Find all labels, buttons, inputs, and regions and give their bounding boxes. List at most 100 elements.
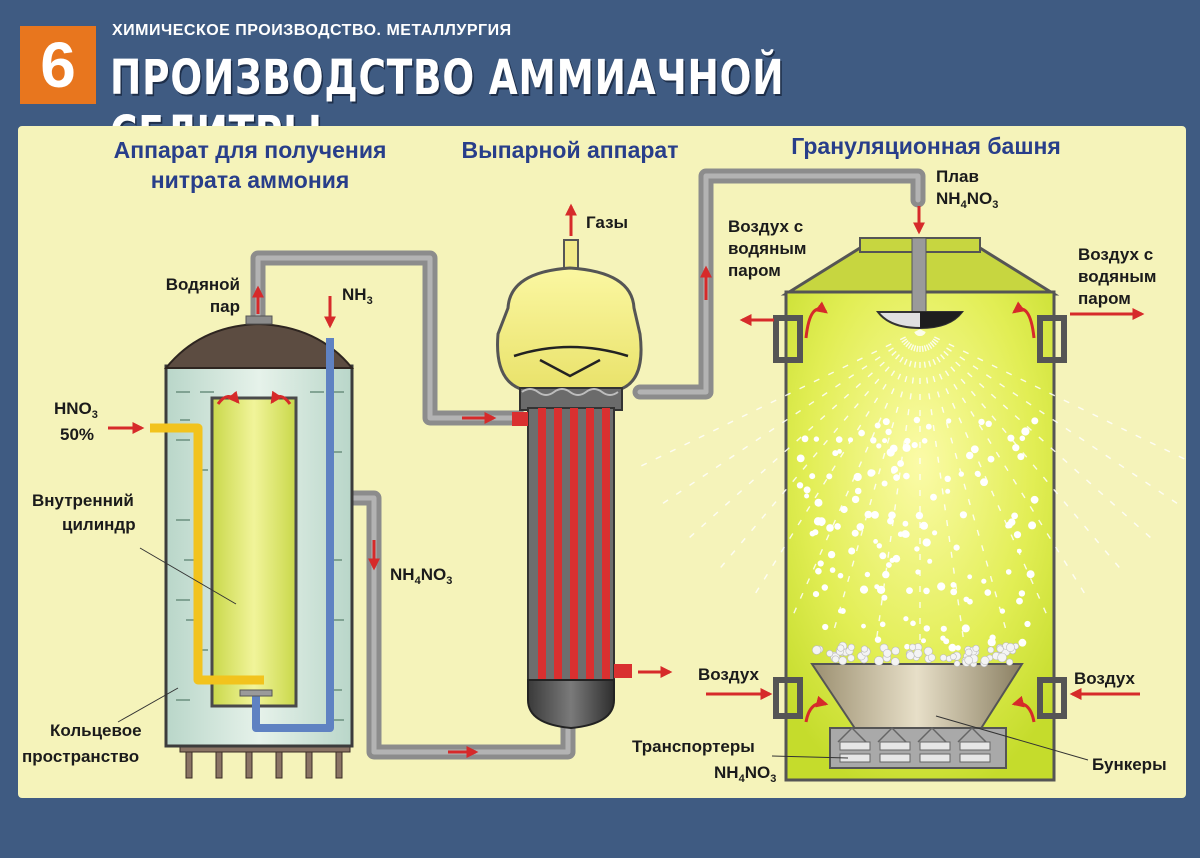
granule <box>1016 548 1022 554</box>
granule <box>940 625 947 632</box>
heating-tubes <box>538 408 610 680</box>
granule <box>886 562 892 568</box>
spray-ray <box>874 329 921 647</box>
leader-conveyors <box>771 755 849 759</box>
spray-ray <box>919 329 1009 638</box>
granule <box>879 552 887 560</box>
granule <box>1017 453 1025 461</box>
granule <box>873 539 878 544</box>
granule <box>911 442 918 449</box>
tower-title: Грануляционная башня <box>791 133 1061 159</box>
granule <box>796 454 805 463</box>
pile-granule <box>997 652 1007 663</box>
granule <box>812 529 819 536</box>
granule-pile <box>811 641 1020 668</box>
leader-annular <box>117 687 179 723</box>
granule <box>809 473 816 480</box>
granule <box>881 480 888 487</box>
label-conveyors: Транспортеры <box>632 737 755 756</box>
leader-bunkers <box>935 715 1089 761</box>
label-air-steam-right-1: Воздух с <box>1078 245 1153 264</box>
label-air-steam-left-3: паром <box>728 261 781 280</box>
ammonia-pipe <box>252 338 334 732</box>
pile-granule <box>953 660 961 667</box>
granule <box>853 472 862 482</box>
evaporator <box>496 239 643 730</box>
pile-granule <box>972 644 980 652</box>
granule <box>946 418 952 424</box>
pile-granule <box>882 648 892 658</box>
granule <box>885 428 892 436</box>
granule <box>870 437 877 444</box>
pile-granule <box>996 645 1004 653</box>
label-hno3: HNO3 <box>54 399 98 421</box>
granule <box>871 511 879 519</box>
granule <box>955 645 961 651</box>
granule <box>920 521 928 530</box>
apparatus-title-line1: Аппарат для получения <box>114 137 387 163</box>
spray-ray <box>749 329 921 602</box>
label-hno3-concentration: 50% <box>60 425 94 444</box>
granule <box>897 531 904 537</box>
granule <box>940 635 946 641</box>
label-inner-cylinder-2: цилиндр <box>62 515 136 534</box>
granule <box>876 443 882 449</box>
granule <box>927 558 933 564</box>
spray-ray <box>632 329 921 471</box>
granule <box>987 455 995 463</box>
granule <box>948 643 957 652</box>
granule <box>922 538 931 547</box>
label-product-pipe: NH4NO3 <box>390 565 452 587</box>
granule <box>821 584 828 591</box>
granule <box>904 437 911 445</box>
granule <box>1007 434 1015 442</box>
granule <box>902 530 910 538</box>
granule <box>985 420 992 427</box>
granule <box>889 557 895 563</box>
granule <box>882 418 890 426</box>
granule <box>839 608 846 614</box>
pile-granule <box>860 645 868 653</box>
section-number-badge: 6 <box>20 26 96 104</box>
granule <box>1008 518 1016 526</box>
granule <box>961 624 970 633</box>
conveyors <box>829 726 1007 769</box>
spray-rays <box>632 329 1186 650</box>
granule <box>832 450 839 457</box>
pile-granule <box>847 643 855 651</box>
spray-ray <box>831 329 921 638</box>
granule <box>966 451 974 460</box>
granule <box>1026 570 1035 579</box>
spray-ray <box>919 329 1091 602</box>
label-air-steam-right-3: паром <box>1078 289 1131 308</box>
apparatus-title-line2: нитрата аммония <box>151 167 350 193</box>
granule <box>814 498 823 507</box>
granule <box>840 505 848 514</box>
reactor-legs <box>179 743 351 779</box>
pile-granule <box>905 651 915 660</box>
granule <box>851 529 859 537</box>
leader-inner-cylinder <box>139 547 237 605</box>
granule <box>978 418 985 426</box>
granule <box>980 478 988 487</box>
granule <box>829 567 836 573</box>
granule <box>869 469 876 476</box>
label-gases: Газы <box>586 213 628 232</box>
label-product: NH4NO3 <box>714 763 776 785</box>
granule <box>859 585 869 594</box>
granule <box>893 474 900 481</box>
granule <box>837 572 844 579</box>
pile-granule <box>964 648 973 656</box>
nitric-acid-pipe <box>150 423 264 685</box>
granule <box>834 523 841 530</box>
pile-granule <box>923 646 933 656</box>
granule <box>874 422 881 429</box>
granule <box>906 587 913 594</box>
reactor-dome <box>163 322 355 369</box>
label-annular-2: пространство <box>22 747 139 766</box>
spray-ray <box>789 329 921 623</box>
spray-ray <box>919 329 1186 510</box>
granule <box>921 638 926 644</box>
granule <box>945 488 951 494</box>
pile-granule <box>874 656 884 666</box>
